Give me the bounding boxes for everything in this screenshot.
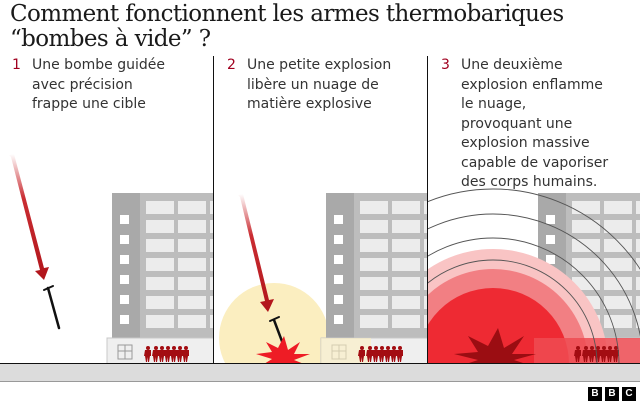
step-text: Une petite explosion libère un nuage de … [247, 57, 392, 112]
ground-strip [0, 363, 640, 382]
small-explosion-icon [256, 336, 310, 364]
panel-1-illustration [9, 154, 213, 364]
bbc-logo: B B C [588, 387, 636, 401]
step-number: 3 [441, 57, 450, 73]
panel-divider [213, 56, 214, 364]
panel-2-illustration [219, 192, 427, 364]
page-title: Comment fonctionnent les armes thermobar… [10, 1, 564, 52]
building-icon [106, 192, 213, 364]
step-text: Une bombe guidée avec précision frappe u… [32, 57, 165, 112]
trajectory-arrow-icon [9, 154, 49, 280]
logo-letter: B [605, 387, 619, 401]
step-text: Une deuxième explosion enflamme le nuage… [461, 57, 609, 190]
panel-divider [427, 56, 428, 364]
logo-letter: C [622, 387, 636, 401]
bomb-icon [43, 285, 61, 330]
step-1-caption: 1 Une bombe guidée avec précision frappe… [12, 56, 165, 115]
logo-letter: B [588, 387, 602, 401]
step-number: 1 [12, 57, 21, 73]
step-2-caption: 2 Une petite explosion libère un nuage d… [227, 56, 391, 115]
big-explosion-icon [454, 328, 536, 364]
step-number: 2 [227, 57, 236, 73]
panel-3-illustration [428, 188, 640, 364]
step-3-caption: 3 Une deuxième explosion enflamme le nua… [441, 56, 608, 193]
trajectory-arrow-icon [238, 194, 274, 312]
shockwave-lines [428, 188, 640, 364]
blast-inner [428, 288, 569, 364]
